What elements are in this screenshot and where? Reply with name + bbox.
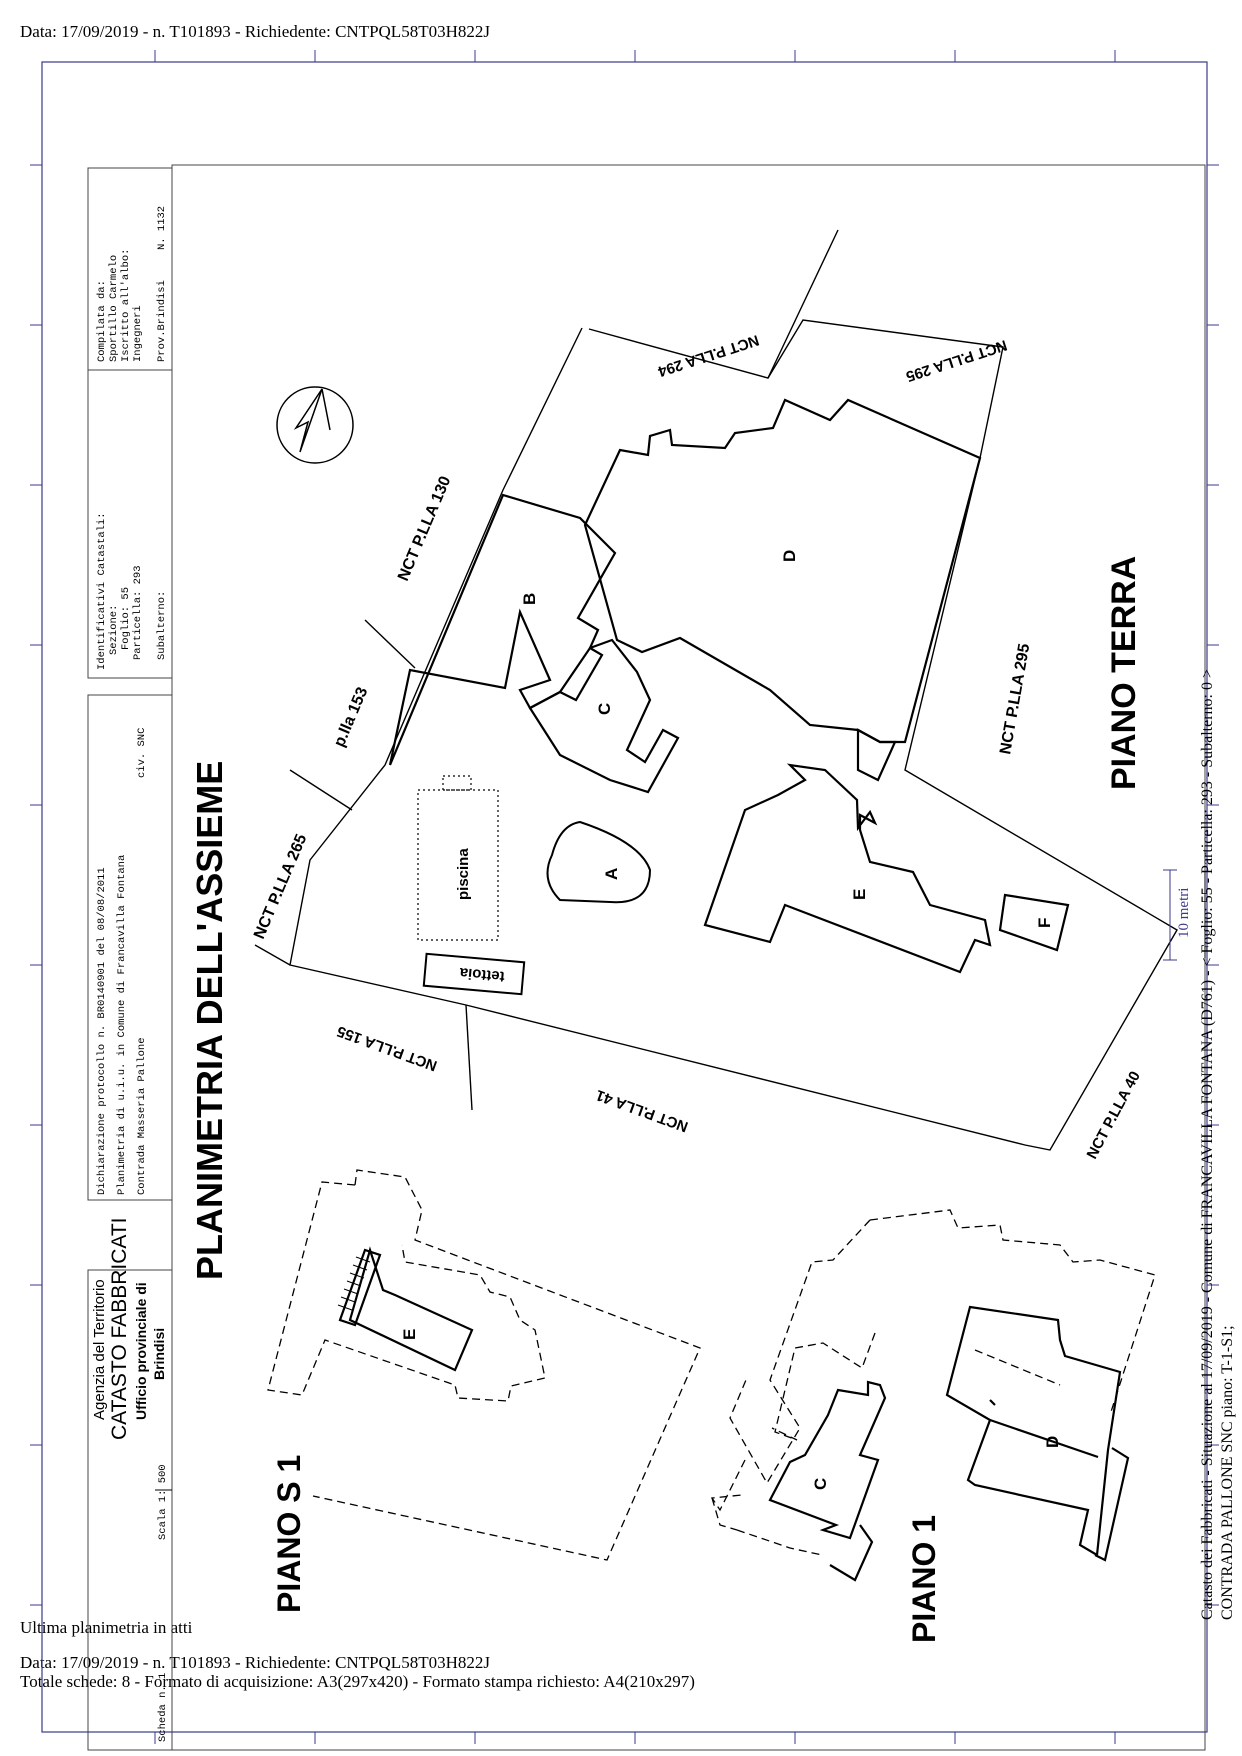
piano-1-label: PIANO 1 bbox=[906, 1515, 942, 1643]
piano-1-buildings bbox=[768, 1305, 1130, 1582]
ident-line-1: Sezione: bbox=[108, 605, 120, 655]
parcel-label-153: p.lla 153 bbox=[331, 685, 371, 750]
tettoia-outline bbox=[422, 952, 526, 996]
north-arrow-icon bbox=[276, 386, 354, 464]
parcel-label-265: NCT P.LLA 265 bbox=[251, 832, 310, 942]
sheet-frame bbox=[87, 164, 1206, 1751]
scale-label: Scala 1: 500 bbox=[157, 1464, 169, 1540]
piscina-label: piscina bbox=[455, 848, 472, 900]
parcel-label-130: NCT P.LLA 130 bbox=[395, 474, 454, 584]
civ-line: civ. SNC bbox=[136, 728, 148, 778]
parcel-label-40: NCT P.LLA 40 bbox=[1084, 1069, 1144, 1162]
compiled-line-3: Ingegneri bbox=[132, 305, 144, 362]
unit-label-F: F bbox=[1035, 918, 1054, 928]
parcel-label-294: NCT P.LLA 294 bbox=[655, 331, 761, 380]
building-D bbox=[583, 398, 982, 744]
unit-label-B: B bbox=[520, 593, 539, 605]
p1-unit-label-D: D bbox=[1043, 1436, 1062, 1448]
compiled-line-4: Prov.Brindisi bbox=[156, 280, 168, 362]
piano-1-outline bbox=[710, 1209, 1156, 1556]
unit-label-D: D bbox=[780, 550, 799, 562]
building-C bbox=[528, 638, 680, 794]
header-line: Data: 17/09/2019 - n. T101893 - Richiede… bbox=[20, 22, 490, 41]
scale-marker: 10 metri bbox=[1163, 869, 1192, 961]
buildings bbox=[388, 398, 1070, 974]
footer-data-line: Data: 17/09/2019 - n. T101893 - Richiede… bbox=[20, 1653, 490, 1672]
unit-A-outline bbox=[546, 820, 652, 904]
pool-outline bbox=[417, 775, 499, 941]
frame bbox=[41, 61, 1208, 1733]
piano-terra-label: PIANO TERRA bbox=[1105, 556, 1143, 790]
side-text-line1: Catasto dei Fabbricati - Situazione al 1… bbox=[1199, 669, 1216, 1620]
office-label: Ufficio provinciale di bbox=[133, 1282, 149, 1420]
parcel-label-41: NCT P.LLA 41 bbox=[594, 1086, 691, 1135]
last-plan-label: Ultima planimetria in atti bbox=[20, 1618, 193, 1637]
parcel-boundary bbox=[254, 229, 1178, 1151]
side-text-line2: CONTRADA PALLONE SNC piano: T-1-S1; bbox=[1219, 1325, 1236, 1620]
parcel-label-295-top: NCT P.LLA 295 bbox=[904, 336, 1009, 385]
footer-totals-line: Totale schede: 8 - Formato di acquisizio… bbox=[20, 1672, 695, 1691]
declaration-line: Dichiarazione protocollo n. BR0140901 de… bbox=[96, 867, 108, 1195]
address-line: Contrada Masseria Pallone bbox=[136, 1037, 148, 1195]
piano-1-building-D bbox=[945, 1305, 1122, 1557]
compiled-line-2: Iscritto all'albo: bbox=[120, 249, 132, 362]
piano-1-building-C bbox=[768, 1380, 887, 1540]
piano-s1-building-E bbox=[338, 1246, 474, 1372]
unit-label-C: C bbox=[595, 703, 614, 715]
sheet-label: Scheda n. 1 bbox=[157, 1673, 169, 1742]
cartouche-number: N. 1132 bbox=[156, 206, 168, 250]
ident-line-2: Foglio: 55 bbox=[120, 587, 132, 650]
parcel-label-295-right: NCT P.LLA 295 bbox=[997, 642, 1033, 755]
svg-text:10 metri: 10 metri bbox=[1176, 888, 1192, 938]
piano-s1-outline bbox=[267, 1169, 701, 1561]
plan-of-line: Planimetria di u.i.u. in Comune di Franc… bbox=[116, 855, 128, 1195]
compiled-line-0: Compilata da: bbox=[96, 280, 108, 362]
catasto-label: CATASTO FABBRICATI bbox=[108, 1218, 131, 1440]
p1-unit-label-C: C bbox=[811, 1478, 830, 1490]
stair-icon bbox=[337, 1256, 371, 1311]
plan-title: PLANIMETRIA DELL'ASSIEME bbox=[189, 761, 230, 1280]
ident-line-0: Identificativi Catastali: bbox=[96, 512, 108, 670]
piano-s1-label: PIANO S 1 bbox=[271, 1455, 307, 1613]
s1-unit-label-E: E bbox=[400, 1329, 419, 1340]
building-F bbox=[998, 893, 1070, 952]
agency-label: Agenzia del Territorio bbox=[91, 1279, 108, 1420]
compiled-line-1: Sportillo Carmelo bbox=[108, 255, 120, 362]
building-E bbox=[703, 763, 992, 974]
tettoia-label: tettoia bbox=[458, 964, 505, 985]
frame-ticks bbox=[30, 50, 1219, 1744]
city-label: Brindisi bbox=[151, 1328, 167, 1380]
unit-label-E: E bbox=[850, 889, 869, 900]
ident-line-3: Particella: 293 bbox=[132, 565, 144, 660]
ident-line-4: Subalterno: bbox=[156, 591, 168, 660]
unit-label-A: A bbox=[602, 868, 621, 880]
parcel-label-155: NCT P.LLA 155 bbox=[335, 1022, 440, 1074]
